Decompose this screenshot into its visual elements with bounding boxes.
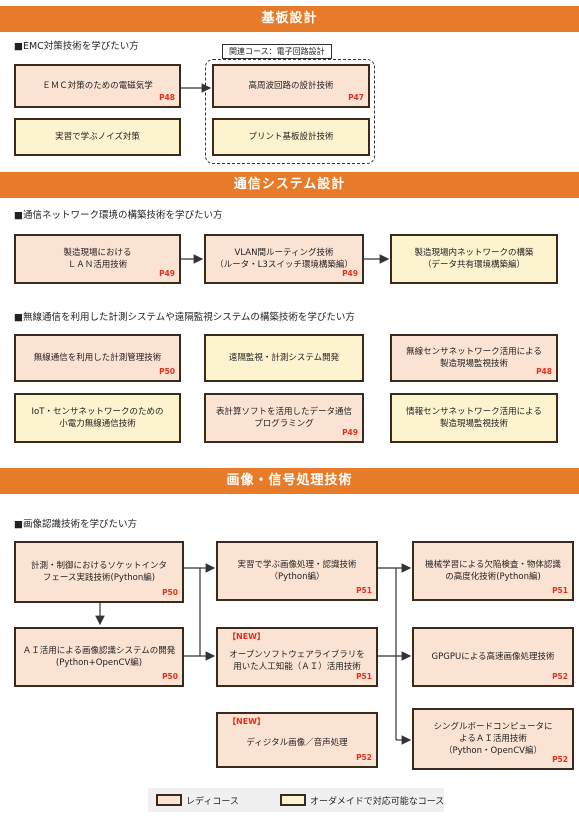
- course-title: ディジタル画像／音声処理: [246, 737, 348, 748]
- section-band-board: 基板設計: [0, 6, 579, 32]
- course-noise[interactable]: 実習で学ぶノイズ対策: [14, 118, 181, 156]
- course-remote-monitoring[interactable]: 遠隔監視・計測システム開発: [204, 334, 364, 382]
- heading-wireless: ■無線通信を利用した計測システムや遠隔監視システムの構築技術を学びたい方: [14, 312, 355, 323]
- page-number: P47: [348, 93, 364, 103]
- section-band-comm: 通信システム設計: [0, 172, 579, 198]
- page-number: P52: [552, 672, 568, 682]
- related-course-group: [205, 59, 375, 164]
- course-image-processing[interactable]: 実習で学ぶ画像処理・認識技術 （Python編） P51: [216, 541, 378, 601]
- course-title: 無線センサネットワーク活用による 製造現場監視技術: [406, 346, 542, 369]
- legend-label-ready: レディコース: [186, 797, 239, 807]
- course-wsn[interactable]: 無線センサネットワーク活用による 製造現場監視技術 P48: [390, 334, 558, 382]
- legend-swatch-ready: [156, 794, 182, 806]
- course-machine-learning[interactable]: 機械学習による欠陥検査・物体認識 の高度化技術(Python編) P51: [412, 541, 574, 601]
- course-info-sensor[interactable]: 情報センサネットワーク活用による 製造現場監視技術: [390, 393, 558, 443]
- course-factory-network[interactable]: 製造現場内ネットワークの構築 （データ共有環境構築編）: [390, 234, 558, 284]
- course-title: 機械学習による欠陥検査・物体認識 の高度化技術(Python編): [425, 559, 561, 582]
- section-band-image: 画像・信号処理技術: [0, 468, 579, 494]
- course-vlan[interactable]: VLAN間ルーティング技術 （ルータ・L3スイッチ環境構築編） P49: [204, 234, 364, 284]
- page-number: P48: [159, 93, 175, 103]
- page-number: P49: [342, 269, 358, 279]
- course-title: ＥＭＣ対策のための電磁気学: [42, 80, 153, 91]
- page-number: P50: [162, 672, 178, 682]
- course-iot[interactable]: IoT・センサネットワークのための 小電力無線通信技術: [14, 393, 181, 443]
- heading-image: ■画像認識技術を学びたい方: [14, 519, 137, 530]
- legend-label-order: オーダメイドで対応可能なコース: [310, 797, 445, 807]
- course-title: 実習で学ぶノイズ対策: [55, 131, 140, 142]
- course-title: GPGPUによる高速画像処理技術: [431, 651, 555, 662]
- page-number: P52: [552, 755, 568, 765]
- page-number: P51: [552, 586, 568, 596]
- course-lan[interactable]: 製造現場における ＬＡＮ活用技術 P49: [14, 234, 181, 284]
- course-title: 無線通信を利用した計測管理技術: [33, 352, 162, 363]
- course-spreadsheet[interactable]: 表計算ソフトを活用したデータ通信 プログラミング P49: [204, 393, 364, 443]
- course-title: 製造現場内ネットワークの構築 （データ共有環境構築編）: [414, 247, 534, 270]
- course-single-board[interactable]: シングルボードコンピュータに よるＡＩ活用技術 （Python・OpenCV編）…: [412, 708, 574, 770]
- page-number: P51: [356, 672, 372, 682]
- page-number: P50: [159, 367, 175, 377]
- course-wireless-measurement[interactable]: 無線通信を利用した計測管理技術 P50: [14, 334, 181, 382]
- course-title: 情報センサネットワーク活用による 製造現場監視技術: [406, 406, 542, 429]
- course-emc[interactable]: ＥＭＣ対策のための電磁気学 P48: [14, 64, 181, 108]
- page-number: P50: [162, 588, 178, 598]
- related-course-label: 関連コース：電子回路設計: [222, 44, 332, 59]
- page-number: P48: [536, 367, 552, 377]
- course-title: プリント基板設計技術: [248, 131, 334, 142]
- page-number: P52: [356, 753, 372, 763]
- page-number: P49: [342, 428, 358, 438]
- course-title: シングルボードコンピュータに よるＡＩ活用技術 （Python・OpenCV編）: [433, 721, 553, 757]
- legend-swatch-order: [280, 794, 306, 806]
- course-oss-ai[interactable]: 【NEW】 オープンソフトウェアライブラリを 用いた人工知能（ＡＩ）活用技術 P…: [216, 627, 378, 687]
- course-hf-circuit[interactable]: 高周波回路の設計技術 P47: [212, 64, 370, 108]
- new-badge: 【NEW】: [228, 632, 265, 641]
- course-gpgpu[interactable]: GPGPUによる高速画像処理技術 P52: [412, 627, 574, 687]
- page-number: P49: [159, 269, 175, 279]
- course-title: 表計算ソフトを活用したデータ通信 プログラミング: [215, 406, 352, 429]
- page-number: P51: [356, 586, 372, 596]
- course-title: 遠隔監視・計測システム開発: [228, 352, 340, 363]
- course-title: ＡＩ活用による画像認識システムの開発 (Python+OpenCV編): [22, 645, 176, 668]
- course-title: IoT・センサネットワークのための 小電力無線通信技術: [31, 406, 164, 429]
- course-title: 製造現場における ＬＡＮ活用技術: [63, 247, 132, 270]
- course-title: VLAN間ルーティング技術 （ルータ・L3スイッチ環境構築編）: [215, 247, 353, 270]
- course-socket[interactable]: 計測・制御におけるソケットインタ フェース実践技術(Python編) P50: [14, 541, 184, 603]
- course-title: 高周波回路の設計技術: [248, 80, 334, 91]
- course-title: 実習で学ぶ画像処理・認識技術 （Python編）: [237, 559, 357, 582]
- course-ai-image[interactable]: ＡＩ活用による画像認識システムの開発 (Python+OpenCV編) P50: [14, 627, 184, 687]
- heading-network: ■通信ネットワーク環境の構築技術を学びたい方: [14, 210, 223, 221]
- course-title: 計測・制御におけるソケットインタ フェース実践技術(Python編): [30, 560, 167, 583]
- new-badge: 【NEW】: [228, 717, 265, 726]
- course-digital-media[interactable]: 【NEW】 ディジタル画像／音声処理 P52: [216, 712, 378, 768]
- course-pcb[interactable]: プリント基板設計技術: [212, 118, 370, 156]
- course-title: オープンソフトウェアライブラリを 用いた人工知能（ＡＩ）活用技術: [229, 649, 365, 672]
- heading-emc: ■EMC対策技術を学びたい方: [14, 41, 139, 52]
